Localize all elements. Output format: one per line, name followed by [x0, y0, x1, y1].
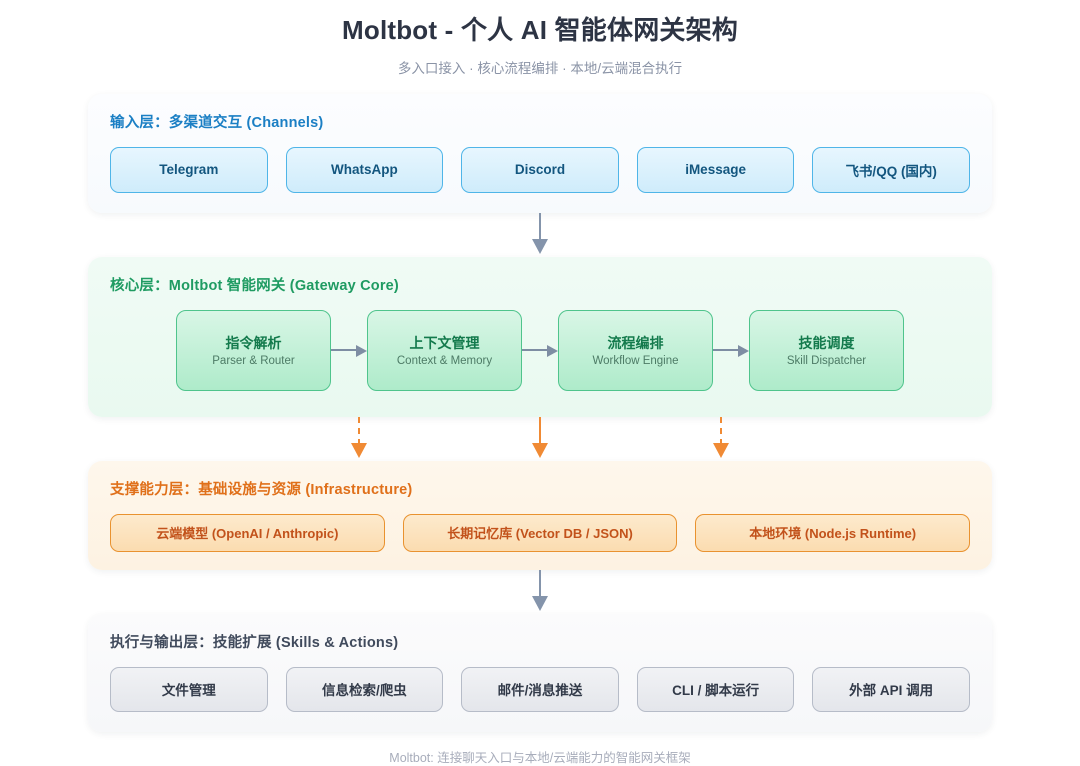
down-arrow-dashed-icon [351, 416, 368, 458]
layer-skills-actions: 执行与输出层：技能扩展 (Skills & Actions) 文件管理 信息检索… [88, 613, 992, 732]
down-arrow-icon [532, 212, 548, 254]
connector-core-to-infra [88, 416, 992, 461]
infra-chip-local-runtime[interactable]: 本地环境 (Node.js Runtime) [695, 513, 971, 552]
core-box-subtitle: Context & Memory [396, 355, 493, 367]
connector-infra-to-output [88, 569, 992, 614]
pipeline-arrow-icon [713, 343, 749, 357]
layer-input-chip-row: Telegram WhatsApp Discord iMessage 飞书/QQ… [110, 146, 970, 193]
infra-chip-memory-store[interactable]: 长期记忆库 (Vector DB / JSON) [402, 513, 678, 552]
skill-chip-external-api[interactable]: 外部 API 调用 [812, 666, 970, 712]
down-arrow-icon [532, 416, 548, 458]
layer-infrastructure: 支撑能力层：基础设施与资源 (Infrastructure) 云端模型 (Ope… [88, 460, 992, 570]
down-arrow-dashed-icon [712, 416, 729, 458]
layer-core-title: 核心层：Moltbot 智能网关 (Gateway Core) [110, 277, 399, 294]
connector-input-to-core [88, 212, 992, 257]
layer-output-chip-row: 文件管理 信息检索/爬虫 邮件/消息推送 CLI / 脚本运行 外部 API 调… [110, 666, 970, 712]
core-box-skill-dispatcher[interactable]: 技能调度 Skill Dispatcher [749, 309, 904, 391]
layer-infra-chip-row: 云端模型 (OpenAI / Anthropic) 长期记忆库 (Vector … [110, 513, 971, 552]
layer-input-channels: 输入层：多渠道交互 (Channels) Telegram WhatsApp D… [88, 93, 992, 213]
architecture-diagram: 输入层：多渠道交互 (Channels) Telegram WhatsApp D… [88, 93, 992, 732]
core-box-subtitle: Workflow Engine [592, 355, 679, 367]
channel-chip-discord[interactable]: Discord [461, 146, 619, 193]
skill-chip-mail-push[interactable]: 邮件/消息推送 [461, 666, 619, 712]
page-title: Moltbot - 个人 AI 智能体网关架构 [342, 15, 738, 45]
skill-chip-file-management[interactable]: 文件管理 [110, 666, 268, 712]
pipeline-arrow-icon [522, 343, 558, 357]
core-box-parser-router[interactable]: 指令解析 Parser & Router [176, 309, 331, 391]
infra-chip-cloud-models[interactable]: 云端模型 (OpenAI / Anthropic) [110, 513, 385, 552]
core-box-title: 流程编排 [607, 335, 664, 351]
core-box-subtitle: Skill Dispatcher [786, 355, 867, 367]
layer-input-title: 输入层：多渠道交互 (Channels) [110, 114, 324, 131]
channel-chip-telegram[interactable]: Telegram [110, 146, 268, 193]
core-box-title: 指令解析 [225, 335, 282, 351]
down-arrow-icon [532, 569, 548, 611]
core-box-title: 上下文管理 [409, 335, 480, 351]
skill-chip-cli-scripts[interactable]: CLI / 脚本运行 [636, 666, 795, 712]
layer-gateway-core: 核心层：Moltbot 智能网关 (Gateway Core) 指令解析 Par… [88, 256, 992, 417]
page-footer: Moltbot: 连接聊天入口与本地/云端能力的智能网关框架 [389, 750, 691, 765]
layer-core-pipeline: 指令解析 Parser & Router 上下文管理 Context & Mem… [110, 309, 970, 391]
core-box-title: 技能调度 [798, 335, 855, 351]
page-subtitle: 多入口接入 · 核心流程编排 · 本地/云端混合执行 [397, 60, 683, 76]
channel-chip-imessage[interactable]: iMessage [636, 146, 795, 193]
pipeline-arrow-icon [331, 343, 367, 357]
layer-output-title: 执行与输出层：技能扩展 (Skills & Actions) [110, 634, 399, 651]
layer-infra-title: 支撑能力层：基础设施与资源 (Infrastructure) [110, 481, 413, 498]
channel-chip-whatsapp[interactable]: WhatsApp [285, 146, 444, 193]
core-box-context-memory[interactable]: 上下文管理 Context & Memory [367, 309, 522, 391]
core-box-subtitle: Parser & Router [212, 355, 295, 367]
core-box-workflow-engine[interactable]: 流程编排 Workflow Engine [558, 309, 713, 391]
channel-chip-feishu-qq[interactable]: 飞书/QQ (国内) [812, 146, 970, 193]
skill-chip-search-crawler[interactable]: 信息检索/爬虫 [285, 666, 444, 712]
page-header: Moltbot - 个人 AI 智能体网关架构 多入口接入 · 核心流程编排 ·… [0, 0, 1080, 77]
